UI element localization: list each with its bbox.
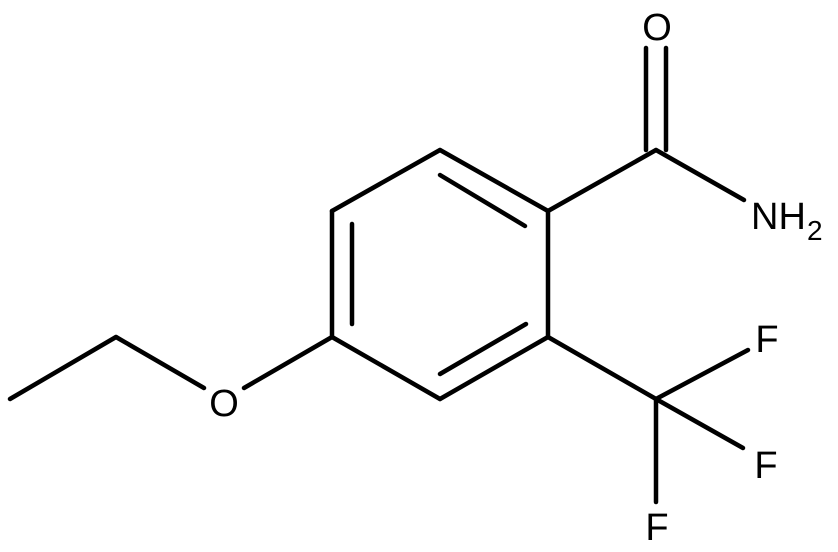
bond-ring-to-cf3-carbon bbox=[545, 334, 659, 402]
ring-bond-c5-c6 bbox=[437, 334, 551, 402]
amide-nitrogen-subscript: 2 bbox=[807, 215, 823, 246]
ether-oxygen-label: O bbox=[209, 383, 239, 425]
ring-bond-c1-c2 bbox=[437, 147, 551, 214]
ethoxy-group: O bbox=[7, 334, 335, 425]
amide-nitrogen-label: NH bbox=[751, 196, 806, 238]
bond-ring-to-carbonyl-carbon bbox=[545, 147, 659, 214]
ring-bond-c4-c5 bbox=[329, 334, 443, 402]
fluorine-bottom-label: F bbox=[645, 507, 668, 549]
benzene-ring bbox=[329, 147, 551, 402]
bond-methylene-to-methyl bbox=[7, 334, 119, 402]
bond-carbonyl-to-nitrogen bbox=[653, 147, 747, 203]
trifluoromethyl-group: F F F bbox=[545, 319, 779, 549]
amide-group: O NH 2 bbox=[545, 7, 823, 246]
bond-ether-oxygen-to-methylene bbox=[113, 334, 207, 391]
bond-cf3-to-fluorine-top bbox=[653, 347, 751, 402]
bond-ring-to-ether-oxygen bbox=[241, 334, 335, 391]
fluorine-top-label: F bbox=[755, 319, 778, 361]
ring-bond-c5-c6-inner bbox=[437, 321, 529, 377]
fluorine-right-label: F bbox=[754, 445, 777, 487]
carbonyl-oxygen-label: O bbox=[642, 7, 672, 49]
ring-bond-c1-c2-inner bbox=[437, 172, 528, 229]
bond-cf3-to-fluorine-right bbox=[653, 396, 746, 451]
ring-bond-c2-c3 bbox=[329, 147, 443, 214]
